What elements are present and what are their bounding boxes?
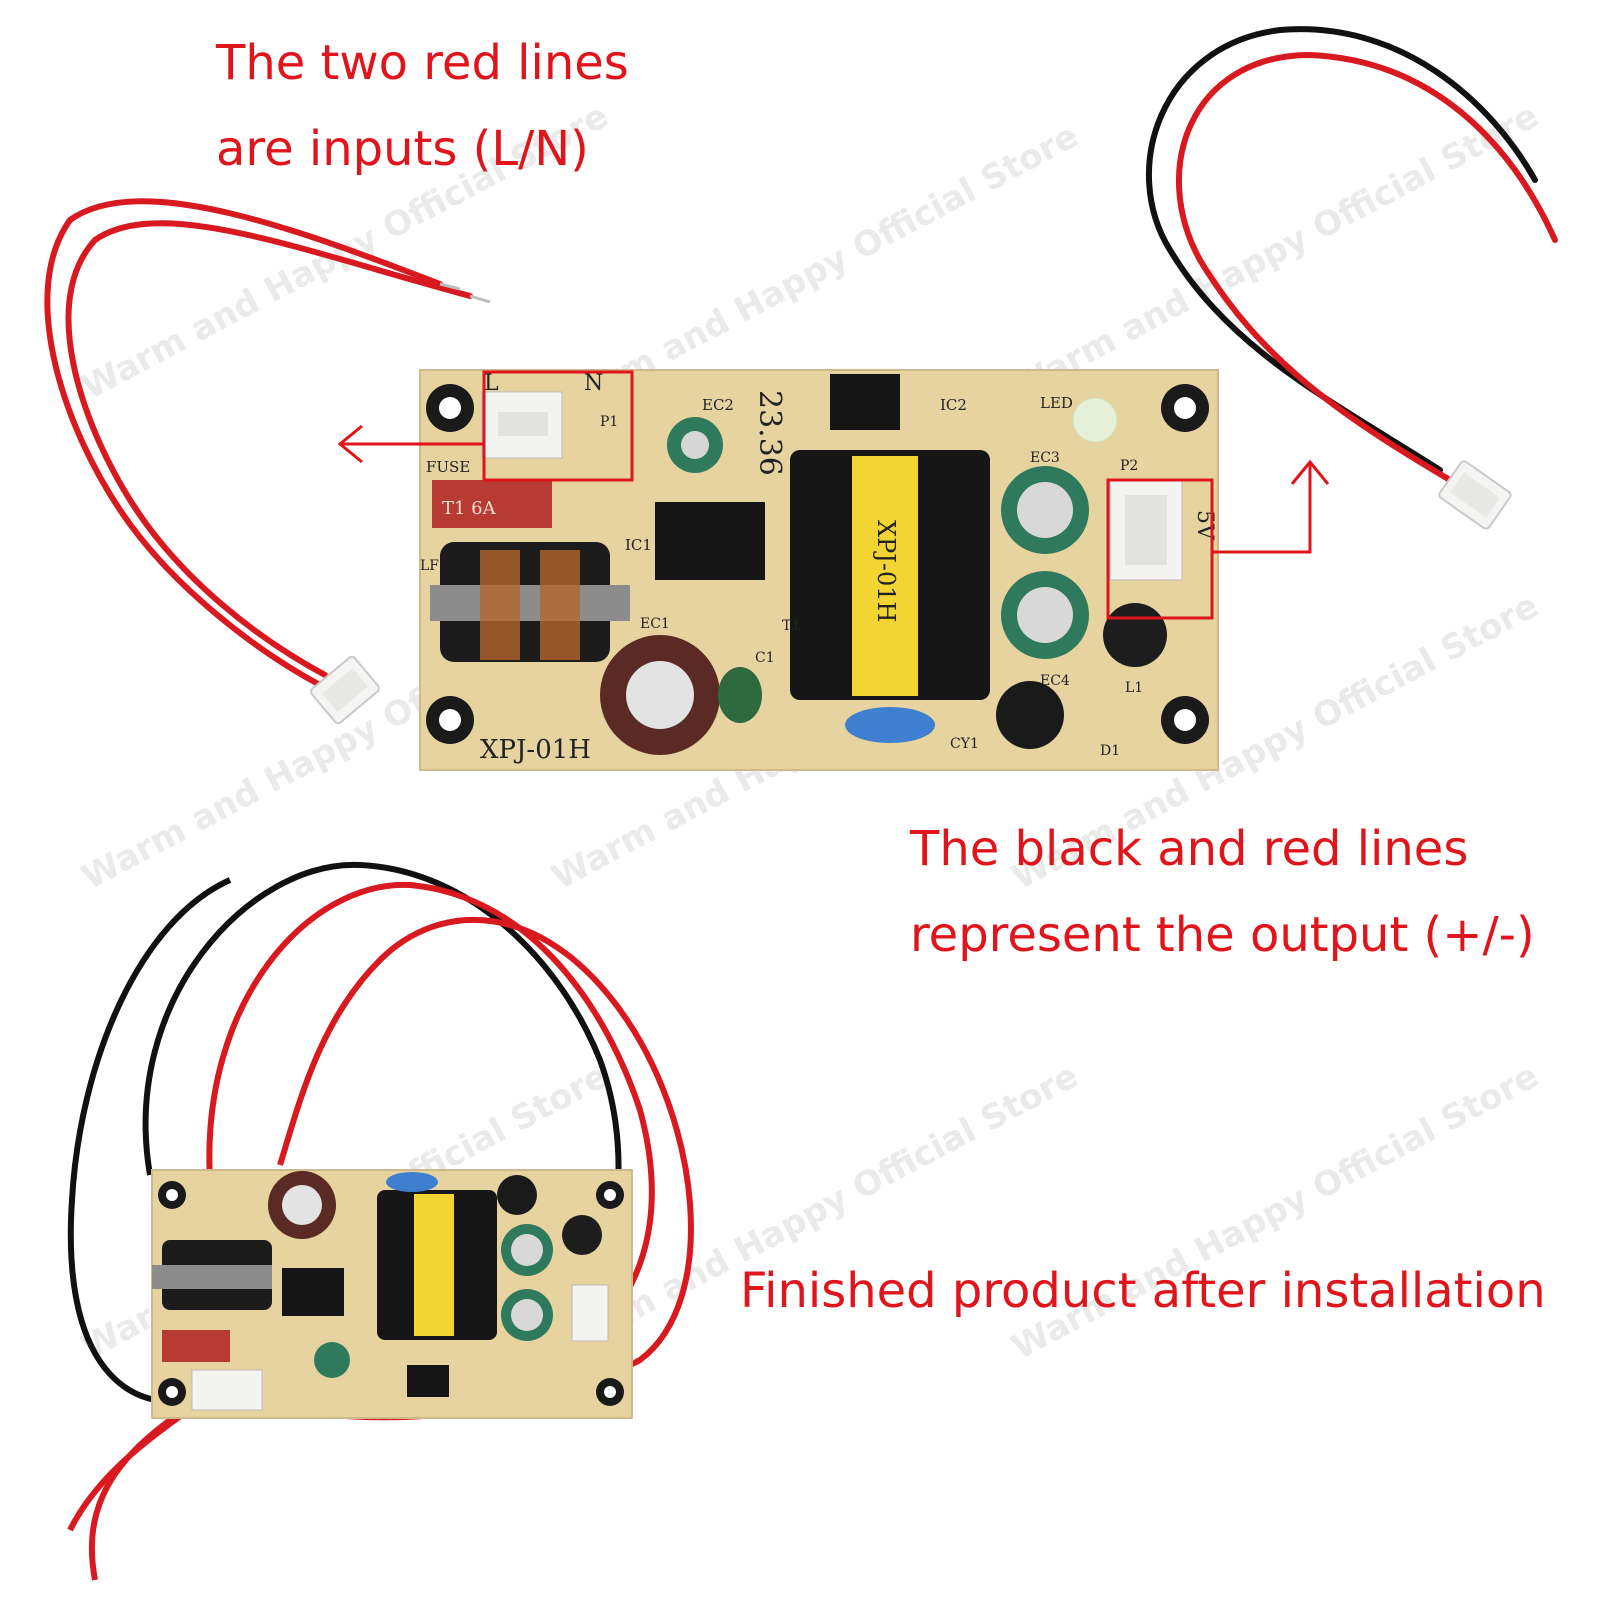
label-l1: L1 xyxy=(1125,680,1143,696)
transformer-t1: XPJ-01H xyxy=(790,450,990,700)
label-led: LED xyxy=(1040,394,1073,412)
fuse xyxy=(432,480,552,528)
finished-caption: Finished product after installation xyxy=(740,1248,1546,1334)
label-ec4: EC4 xyxy=(1040,673,1070,689)
ic2-optocoupler xyxy=(830,374,900,430)
led xyxy=(1072,397,1118,443)
capacitor-cy1 xyxy=(845,707,935,743)
annotations xyxy=(337,370,1330,620)
output-cable xyxy=(1146,26,1558,530)
date-code: 23.36 xyxy=(752,390,787,476)
label-ec2: EC2 xyxy=(702,396,734,414)
installed-board xyxy=(151,1169,633,1419)
input-arrow-head xyxy=(337,424,363,464)
label-ec1: EC1 xyxy=(640,616,670,632)
capacitor-ec4 xyxy=(1001,571,1089,659)
line-filter-inductor xyxy=(430,542,630,662)
mounting-hole xyxy=(1161,696,1209,744)
output-highlight-box xyxy=(1106,478,1214,620)
finished-caption-text: Finished product after installation xyxy=(740,1263,1546,1319)
output-arrow-head xyxy=(1290,459,1330,485)
input-highlight-box xyxy=(482,370,634,482)
mounting-hole xyxy=(426,384,474,432)
inductor-l1 xyxy=(1103,603,1167,667)
board-model: XPJ-01H xyxy=(480,735,591,765)
diode-d1 xyxy=(996,681,1064,749)
input-cable xyxy=(44,198,491,725)
inputs-caption-line2: are inputs (L/N) xyxy=(216,121,589,177)
ic1-chip xyxy=(655,502,765,580)
label-p2: P2 xyxy=(1120,458,1138,474)
output-arrow xyxy=(1212,462,1312,554)
capacitor-c1 xyxy=(718,667,762,723)
capacitor-ec1 xyxy=(600,635,720,755)
label-n: N xyxy=(584,371,603,396)
capacitor-ec2 xyxy=(667,417,723,473)
label-c1: C1 xyxy=(755,650,775,666)
label-d1: D1 xyxy=(1100,743,1120,759)
fuse-text: T1 6A xyxy=(442,498,497,519)
label-ic2: IC2 xyxy=(940,396,967,414)
label-cy1: CY1 xyxy=(950,736,979,752)
input-connector-plug xyxy=(310,655,380,725)
output-caption: The black and red lines represent the ou… xyxy=(910,806,1535,978)
label-l: L xyxy=(484,371,499,396)
power-supply-board: T1 6A XPJ-01H xyxy=(419,369,1219,771)
mounting-hole xyxy=(426,696,474,744)
label-ec3: EC3 xyxy=(1030,450,1060,466)
output-connector-plug xyxy=(1438,460,1512,530)
label-t1: T1 xyxy=(782,618,800,634)
label-p1: P1 xyxy=(600,414,618,430)
label-ic1: IC1 xyxy=(625,536,652,554)
mounting-hole xyxy=(1161,384,1209,432)
label-lf: LF xyxy=(420,558,439,574)
transformer-label: XPJ-01H xyxy=(872,520,900,622)
output-caption-line1: The black and red lines xyxy=(910,821,1469,877)
inputs-caption-line1: The two red lines xyxy=(216,35,629,91)
fuse-label: FUSE xyxy=(426,458,470,476)
output-caption-line2: represent the output (+/-) xyxy=(910,907,1535,963)
capacitor-ec3 xyxy=(1001,466,1089,554)
inputs-caption: The two red lines are inputs (L/N) xyxy=(216,20,629,192)
